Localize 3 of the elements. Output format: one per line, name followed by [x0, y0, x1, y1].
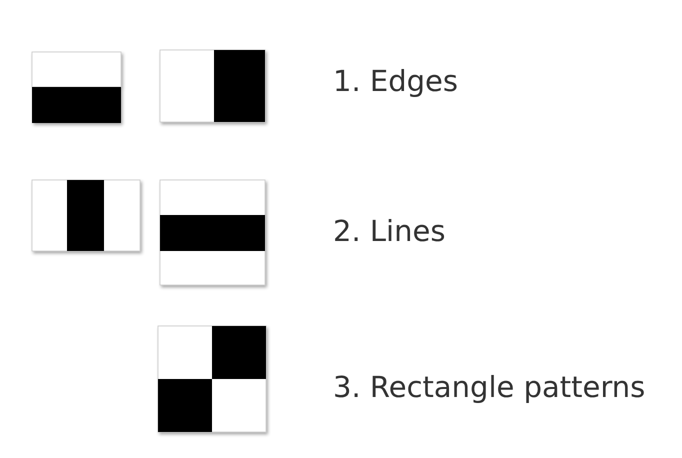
feature-label: 2. Lines	[333, 214, 446, 249]
feature-label: 1. Edges	[333, 64, 458, 99]
feature-label: 3. Rectangle patterns	[333, 370, 646, 405]
